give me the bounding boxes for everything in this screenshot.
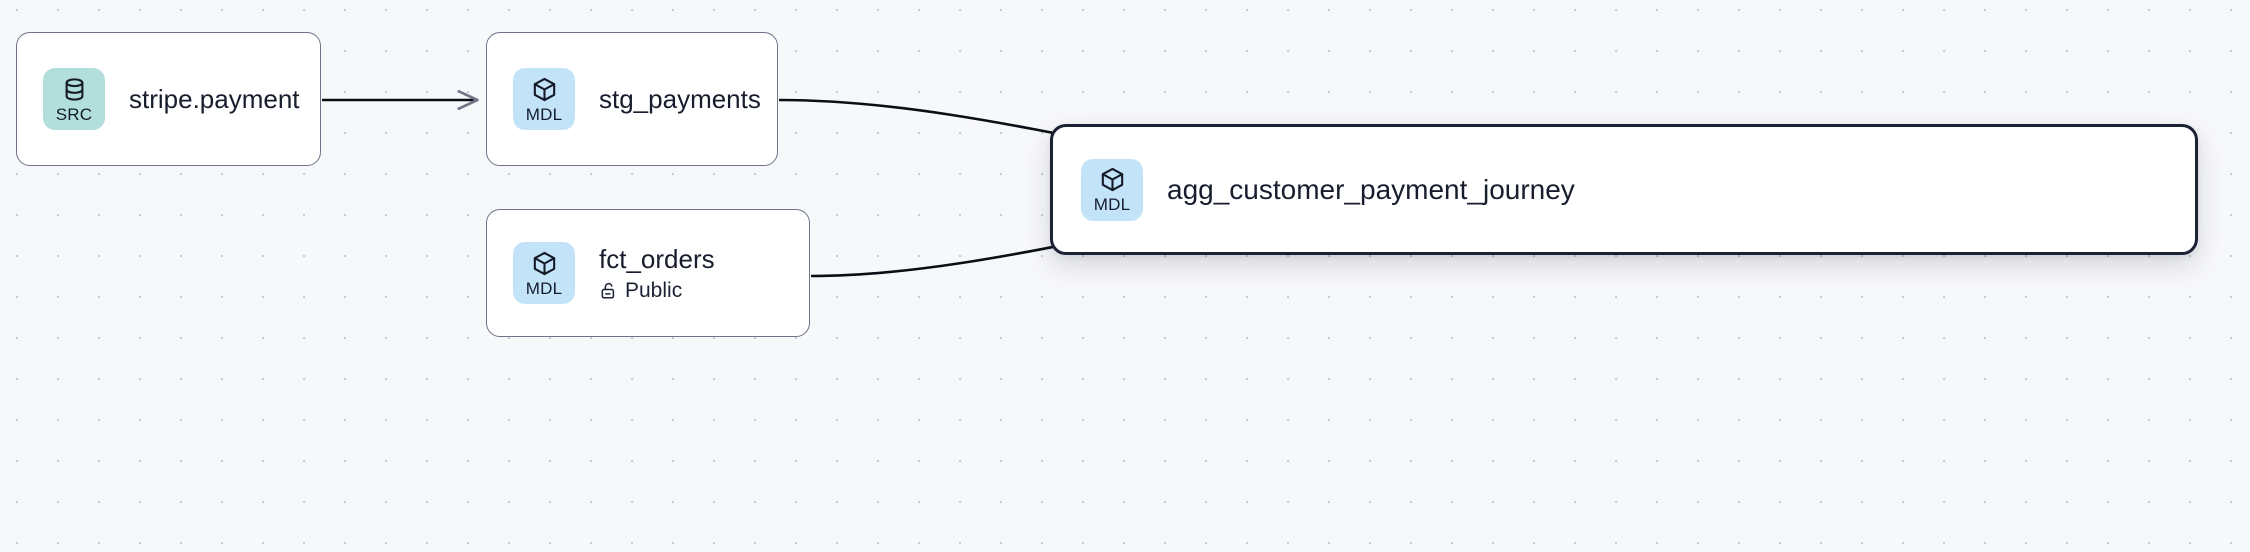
cube-icon xyxy=(531,250,558,277)
graph-node-aggregate[interactable]: MDL agg_customer_payment_journey xyxy=(1050,124,2198,255)
graph-node-facts[interactable]: MDL fct_orders Public xyxy=(486,209,810,337)
node-title: fct_orders xyxy=(599,243,715,274)
cube-icon xyxy=(1099,166,1126,193)
node-badge-label: MDL xyxy=(525,104,563,124)
graph-node-staging[interactable]: MDL stg_payments xyxy=(486,32,778,166)
node-body: stripe.payment xyxy=(129,84,300,115)
node-title: agg_customer_payment_journey xyxy=(1167,173,1575,205)
node-badge-label: MDL xyxy=(1093,195,1131,214)
node-badge-label: MDL xyxy=(525,278,563,298)
node-visibility: Public xyxy=(599,279,715,302)
node-body: fct_orders Public xyxy=(599,244,715,303)
node-badge-label: SRC xyxy=(55,104,93,124)
cube-icon xyxy=(531,76,558,103)
node-body: agg_customer_payment_journey xyxy=(1167,173,1575,206)
node-badge-mdl: MDL xyxy=(513,68,575,130)
node-badge-mdl: MDL xyxy=(513,242,575,304)
graph-node-source[interactable]: SRC stripe.payment xyxy=(16,32,321,166)
node-title: stg_payments xyxy=(599,83,761,114)
database-icon xyxy=(61,76,88,103)
node-badge-mdl: MDL xyxy=(1081,158,1143,221)
node-visibility-label: Public xyxy=(625,279,683,303)
unlock-icon xyxy=(599,281,618,300)
node-title: stripe.payment xyxy=(129,83,300,114)
node-badge-src: SRC xyxy=(43,68,105,130)
node-body: stg_payments xyxy=(599,84,761,115)
